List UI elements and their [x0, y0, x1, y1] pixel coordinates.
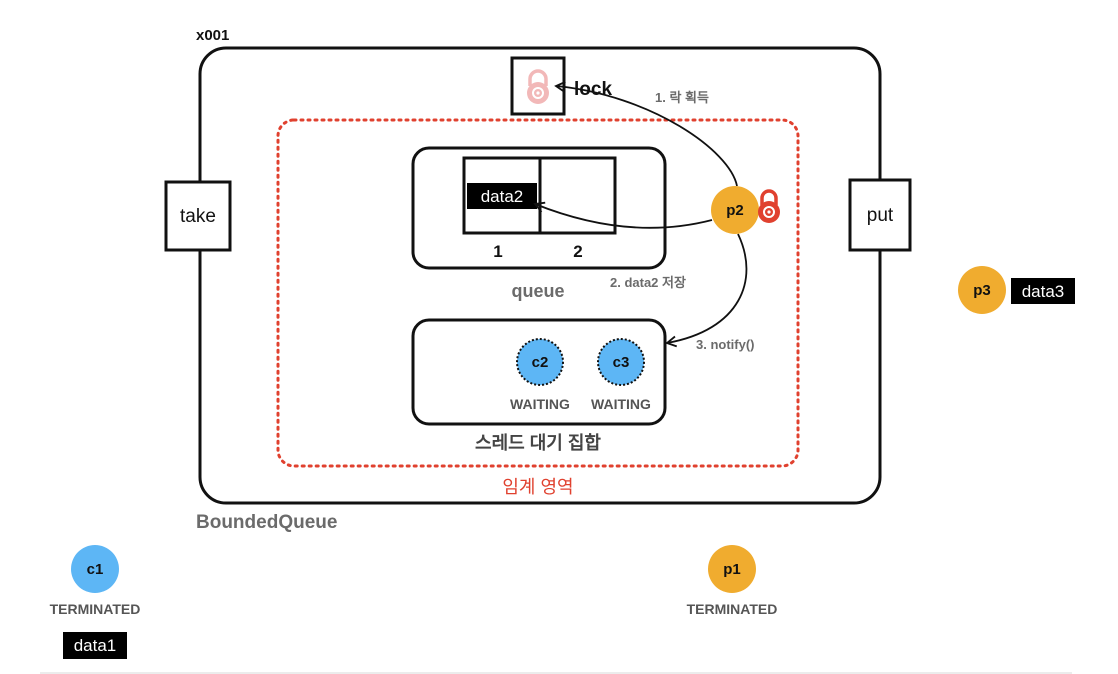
thread-p3 [958, 266, 1006, 314]
arrow-notify [665, 233, 748, 348]
address-label: x001 [196, 27, 229, 44]
arrow-store-data [533, 201, 713, 229]
thread-c2-label: c2 [532, 354, 549, 371]
thread-c1-state: TERMINATED [50, 601, 141, 617]
queue-label: queue [511, 281, 564, 301]
thread-p1-state: TERMINATED [687, 601, 778, 617]
slot-2-label: 2 [573, 242, 582, 261]
queue-item: data2 [481, 187, 524, 206]
p3-data: data3 [1022, 282, 1065, 301]
bounded-queue-box [198, 46, 882, 505]
lock-held-icon [758, 189, 780, 223]
step-3-label: 3. notify() [696, 337, 755, 352]
take-label: take [180, 206, 216, 227]
thread-c3-state: WAITING [591, 396, 651, 412]
critical-section-box [276, 118, 800, 468]
c1-data-bg [63, 632, 127, 659]
put-box [848, 178, 912, 252]
p3-data-bg [1011, 278, 1075, 304]
thread-c2 [516, 338, 564, 386]
bounded-queue-label: BoundedQueue [196, 512, 337, 533]
critical-section-label: 임계 영역 [502, 477, 573, 497]
slot-1-label: 1 [493, 242, 502, 261]
thread-c1 [71, 545, 119, 593]
thread-c1-label: c1 [87, 561, 104, 578]
queue-item-bg [467, 183, 537, 209]
thread-p1 [708, 545, 756, 593]
c1-data: data1 [74, 636, 117, 655]
thread-c3 [597, 338, 645, 386]
arrow-acquire-lock [554, 81, 738, 187]
step-1-label: 1. 락 획득 [655, 90, 709, 105]
put-label: put [867, 205, 894, 226]
lock-faded-icon [527, 69, 549, 104]
thread-c2-state: WAITING [510, 396, 570, 412]
thread-c3-label: c3 [613, 354, 630, 371]
queue-slot-2 [538, 156, 617, 235]
wait-set-label: 스레드 대기 집합 [475, 432, 601, 453]
thread-p2-label: p2 [726, 202, 744, 219]
take-box [164, 180, 232, 252]
step-2-label: 2. data2 저장 [610, 275, 686, 290]
thread-p1-label: p1 [723, 561, 741, 578]
thread-p2 [711, 186, 759, 234]
thread-p3-label: p3 [973, 282, 991, 299]
